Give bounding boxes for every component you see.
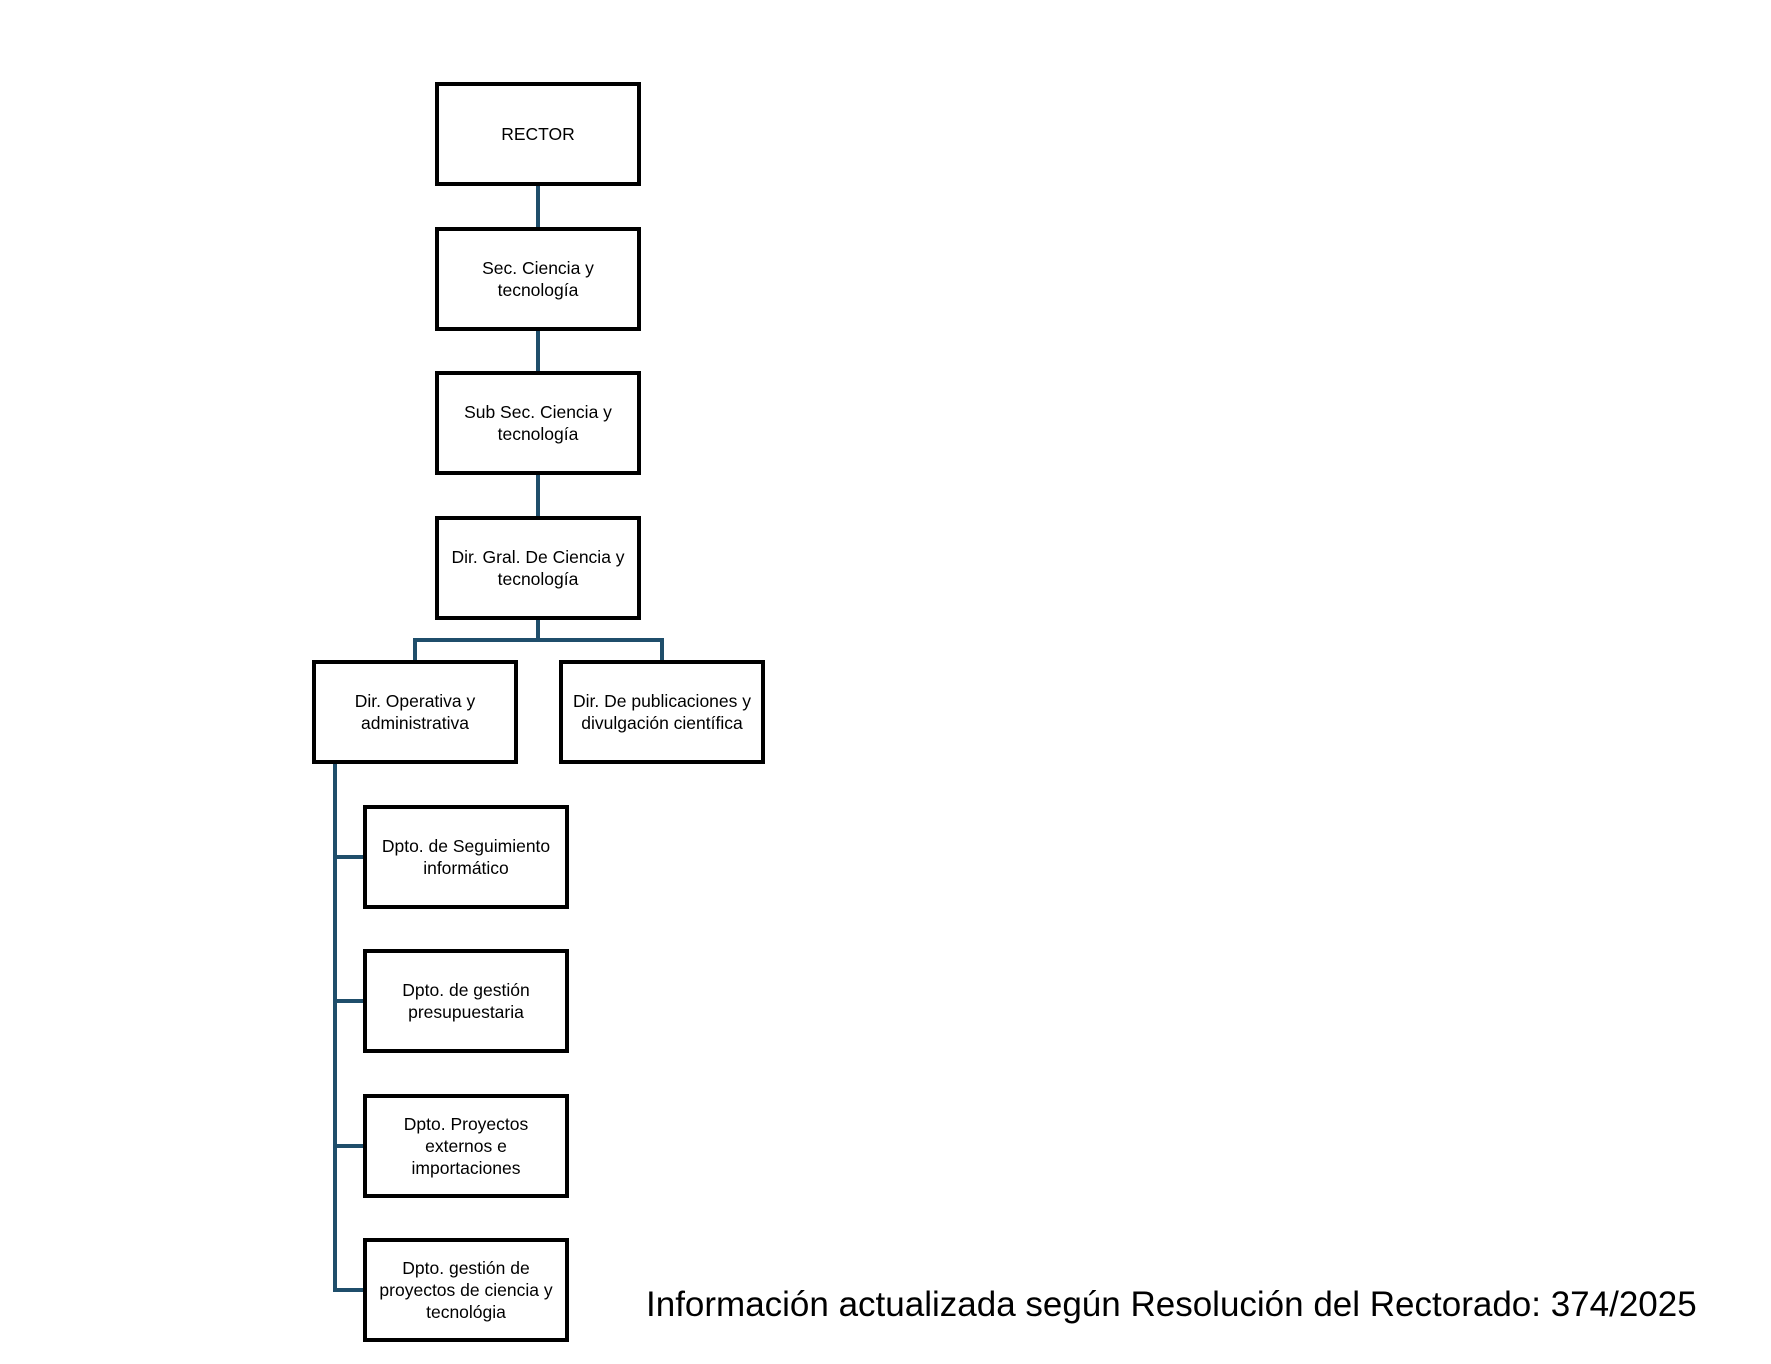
node-dir-gral-ciencia-tecnologia: Dir. Gral. De Ciencia y tecnología — [435, 516, 641, 620]
node-dpto-seguimiento-informatico: Dpto. de Seguimiento informático — [363, 805, 569, 909]
node-dpto-gestion-proyectos: Dpto. gestión de proyectos de ciencia y … — [363, 1238, 569, 1342]
node-dpto-proyectos-externos: Dpto. Proyectos externos e importaciones — [363, 1094, 569, 1198]
node-sec-ciencia-tecnologia-label: Sec. Ciencia y tecnología — [482, 258, 594, 300]
node-dpto-seguimiento-informatico-label: Dpto. de Seguimiento informático — [381, 836, 551, 878]
node-rector: RECTOR — [435, 82, 641, 186]
node-dir-operativa-administrativa: Dir. Operativa y administrativa — [312, 660, 518, 764]
node-dpto-gestion-presupuestaria: Dpto. de gestión presupuestaria — [363, 949, 569, 1053]
node-dir-operativa-administrativa-label: Dir. Operativa y administrativa — [354, 691, 476, 733]
node-dir-publicaciones-divulgacion: Dir. De publicaciones y divulgación cien… — [559, 660, 765, 764]
resolution-footnote: Información actualizada según Resolución… — [646, 1285, 1697, 1324]
node-subsec-ciencia-tecnologia: Sub Sec. Ciencia y tecnología — [435, 371, 641, 475]
node-dpto-proyectos-externos-label: Dpto. Proyectos externos e importaciones — [403, 1114, 529, 1178]
node-rector-label: RECTOR — [501, 124, 575, 144]
node-dir-gral-ciencia-tecnologia-label: Dir. Gral. De Ciencia y tecnología — [451, 547, 625, 589]
node-dpto-gestion-presupuestaria-label: Dpto. de gestión presupuestaria — [402, 980, 530, 1022]
connector-dirgral-to-directorates — [413, 618, 664, 662]
node-sec-ciencia-tecnologia: Sec. Ciencia y tecnología — [435, 227, 641, 331]
node-subsec-ciencia-tecnologia-label: Sub Sec. Ciencia y tecnología — [464, 402, 612, 444]
node-dir-publicaciones-divulgacion-label: Dir. De publicaciones y divulgación cien… — [573, 691, 751, 733]
node-dpto-gestion-proyectos-label: Dpto. gestión de proyectos de ciencia y … — [379, 1258, 553, 1322]
